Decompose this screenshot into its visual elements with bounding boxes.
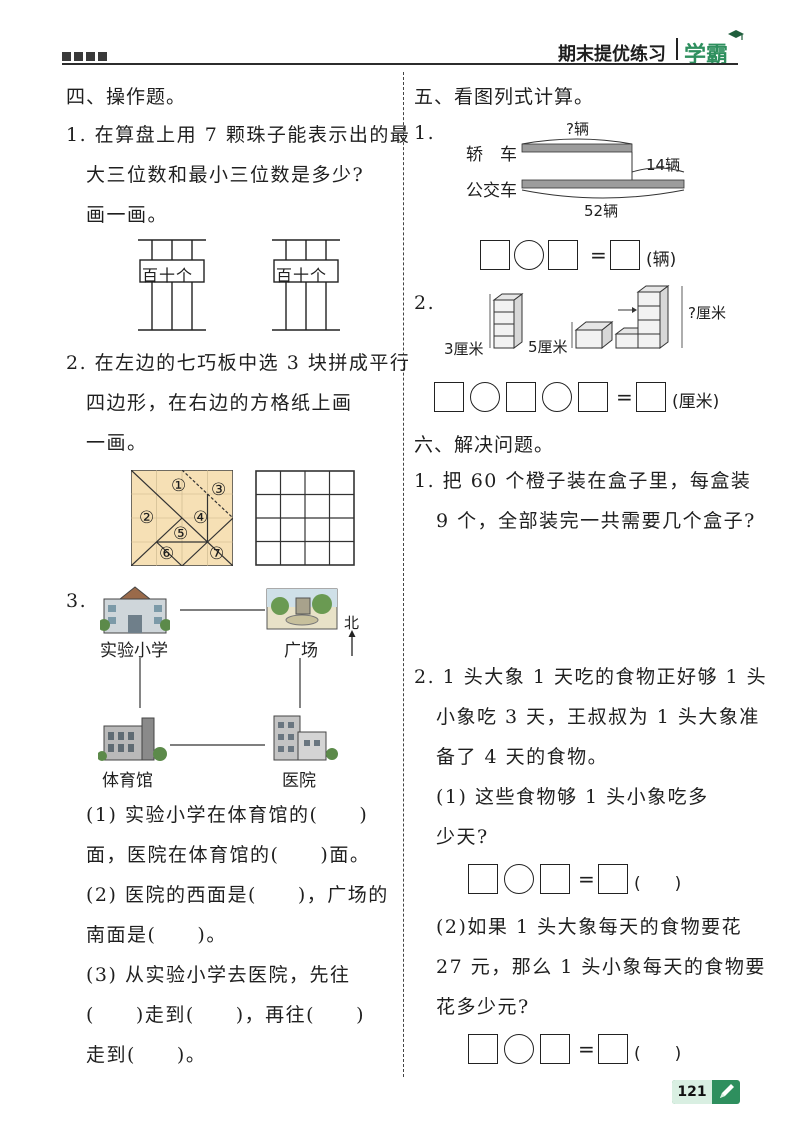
answer-box[interactable] (578, 382, 608, 412)
height-5cm-label: 5厘米 (528, 338, 568, 356)
school-label: 实验小学 (100, 641, 168, 661)
school-building-icon (98, 585, 172, 639)
tangram-piece-7: ⑦ (209, 544, 225, 564)
gym-building-icon (97, 716, 168, 766)
answer-box[interactable] (506, 382, 536, 412)
square-plaza-icon (266, 588, 338, 634)
q3-part3-line3: 走到( )。 (86, 1044, 207, 1066)
problem2-q2-line3: 花多少元? (436, 996, 530, 1018)
q2-line3: 一画。 (86, 432, 148, 454)
answer-unit-blank[interactable]: ( ) (634, 874, 682, 894)
tangram-piece-2: ② (139, 508, 155, 528)
operator-circle[interactable] (504, 1034, 534, 1064)
pencil-icon (716, 1082, 736, 1106)
hospital-label: 医院 (282, 771, 316, 791)
section-5-title: 五、看图列式计算。 (414, 86, 595, 108)
tangram-piece-6: ⑥ (159, 544, 175, 564)
north-label: 北 (344, 614, 360, 632)
total-buses-label: 52辆 (584, 202, 619, 220)
calc1-number: 1. (414, 122, 436, 144)
square-label: 广场 (284, 641, 318, 661)
answer-box[interactable] (548, 240, 578, 270)
answer-box[interactable] (636, 382, 666, 412)
problem1-line1: 1. 把 60 个橙子装在盒子里，每盒装 (414, 470, 752, 492)
answer-box[interactable] (598, 1034, 628, 1064)
problem2-line2: 小象吃 3 天，王叔叔为 1 头大象准 (436, 706, 760, 728)
unknown-cars-label: ?辆 (566, 120, 589, 138)
q3-part2-line2: 南面是( )。 (86, 924, 227, 946)
tangram-piece-3: ③ (211, 480, 227, 500)
column-divider (403, 72, 404, 1077)
abacus-left: 百十个 (138, 238, 206, 332)
q2-line1: 2. 在左边的七巧板中选 3 块拼成平行 (66, 352, 411, 374)
q3-part2-line1: (2) 医院的西面是( )，广场的 (86, 884, 389, 906)
header-decoration (62, 46, 110, 65)
answer-box[interactable] (468, 864, 498, 894)
section-4-title: 四、操作题。 (66, 86, 187, 108)
q3-part3-line2: ( )走到( )，再往( ) (86, 1004, 365, 1026)
q3-part1-line1: (1) 实验小学在体育馆的( ) (86, 804, 369, 826)
north-arrow-icon (347, 630, 357, 660)
equals-sign: = (578, 1037, 595, 1061)
tangram-piece-1: ① (171, 476, 187, 496)
equals-sign: = (590, 243, 607, 267)
operator-circle[interactable] (542, 382, 572, 412)
q1-line1: 1. 在算盘上用 7 颗珠子能表示出的最 (66, 124, 411, 146)
unit-centimeters: (厘米) (672, 392, 720, 412)
operator-circle[interactable] (514, 240, 544, 270)
car-label: 轿 车 (466, 145, 517, 165)
q3-part1-line2: 面，医院在体育馆的( )面。 (86, 844, 371, 866)
answer-box[interactable] (480, 240, 510, 270)
equals-sign: = (578, 867, 595, 891)
problem2-q1-line1: (1) 这些食物够 1 头小象吃多 (436, 786, 709, 808)
header-rule (62, 63, 738, 65)
tangram: ① ② ③ ④ ⑤ ⑥ ⑦ (131, 470, 233, 566)
section-6-title: 六、解决问题。 (414, 434, 555, 456)
q3-part3-line1: (3) 从实验小学去医院，先往 (86, 964, 351, 986)
operator-circle[interactable] (470, 382, 500, 412)
unit-vehicles: (辆) (646, 250, 677, 270)
hospital-building-icon (268, 712, 338, 766)
problem2-q2-line2: 27 元，那么 1 头小象每天的食物要 (436, 956, 766, 978)
page-number: 121 (672, 1080, 712, 1104)
gym-label: 体育馆 (102, 771, 153, 791)
tangram-piece-5: ⑤ (173, 524, 189, 544)
calc2-number: 2. (414, 292, 436, 314)
answer-box[interactable] (598, 864, 628, 894)
answer-box[interactable] (610, 240, 640, 270)
stacked-blocks-diagram (489, 285, 683, 350)
answer-box[interactable] (540, 864, 570, 894)
q2-line2: 四边形，在右边的方格纸上画 (86, 392, 353, 414)
q1-line2: 大三位数和最小三位数是多少? (86, 164, 365, 186)
answer-box[interactable] (540, 1034, 570, 1064)
equals-sign: = (616, 385, 633, 409)
q1-line3: 画一画。 (86, 204, 169, 226)
operator-circle[interactable] (504, 864, 534, 894)
tangram-piece-4: ④ (193, 508, 209, 528)
grid-paper[interactable] (255, 470, 355, 570)
problem2-line1: 2. 1 头大象 1 天吃的食物正好够 1 头 (414, 666, 768, 688)
bus-label: 公交车 (466, 181, 517, 201)
abacus-place-labels: 百十个 (276, 266, 328, 285)
problem2-q2-line1: (2)如果 1 头大象每天的食物要花 (436, 916, 743, 938)
answer-box[interactable] (434, 382, 464, 412)
answer-unit-blank[interactable]: ( ) (634, 1044, 682, 1064)
q3-number: 3. (66, 590, 88, 612)
problem1-line2: 9 个，全部装完一共需要几个盒子? (436, 510, 756, 532)
graduation-cap-icon (728, 28, 744, 47)
abacus-right: 百十个 (272, 238, 340, 332)
answer-box[interactable] (468, 1034, 498, 1064)
header-title: 期末提优练习 (558, 44, 666, 65)
header-separator (676, 38, 678, 60)
abacus-place-labels: 百十个 (142, 266, 194, 285)
problem2-q1-line2: 少天? (436, 826, 489, 848)
line-segment-diagram (521, 138, 685, 199)
problem2-line3: 备了 4 天的食物。 (436, 746, 609, 768)
map-lines (139, 609, 301, 746)
height-3cm-label: 3厘米 (444, 340, 484, 358)
height-unknown-label: ?厘米 (688, 304, 726, 322)
